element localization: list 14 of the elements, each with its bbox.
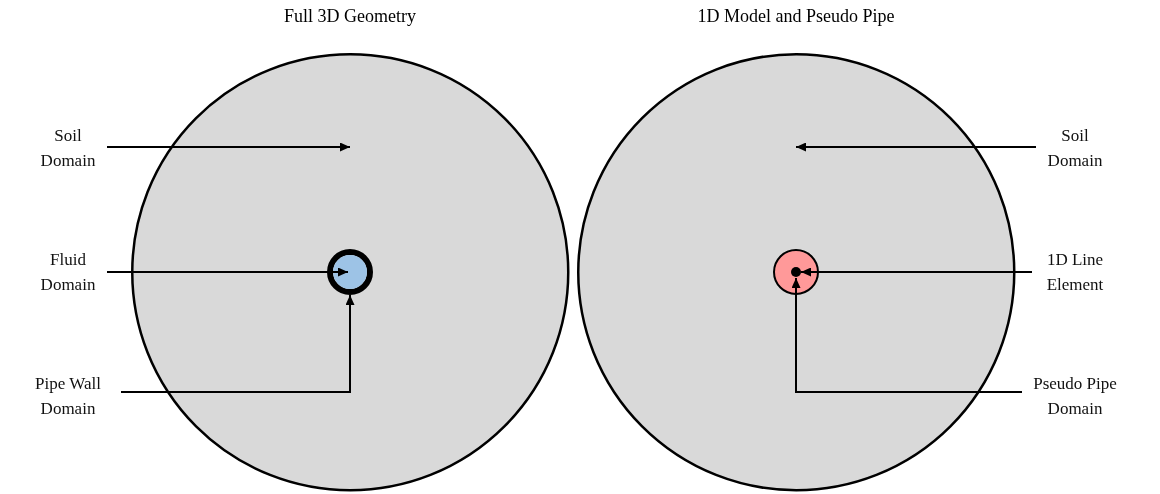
callout-label: Fluid Domain	[32, 247, 104, 297]
callout-label: Pipe Wall Domain	[18, 371, 118, 421]
leader-arrow	[795, 142, 1037, 152]
callout-label: Soil Domain	[32, 123, 104, 173]
panel-title: Full 3D Geometry	[284, 6, 416, 27]
leader-arrow	[120, 294, 355, 393]
leader-arrow	[106, 142, 351, 152]
callout-label: Pseudo Pipe Domain	[1025, 371, 1125, 421]
leader-arrow	[791, 277, 1023, 393]
panel-title: 1D Model and Pseudo Pipe	[697, 6, 895, 27]
callout-label: 1D Line Element	[1035, 247, 1115, 297]
leader-arrow	[106, 267, 349, 277]
leader-arrow	[800, 267, 1033, 277]
callout-label: Soil Domain	[1039, 123, 1111, 173]
